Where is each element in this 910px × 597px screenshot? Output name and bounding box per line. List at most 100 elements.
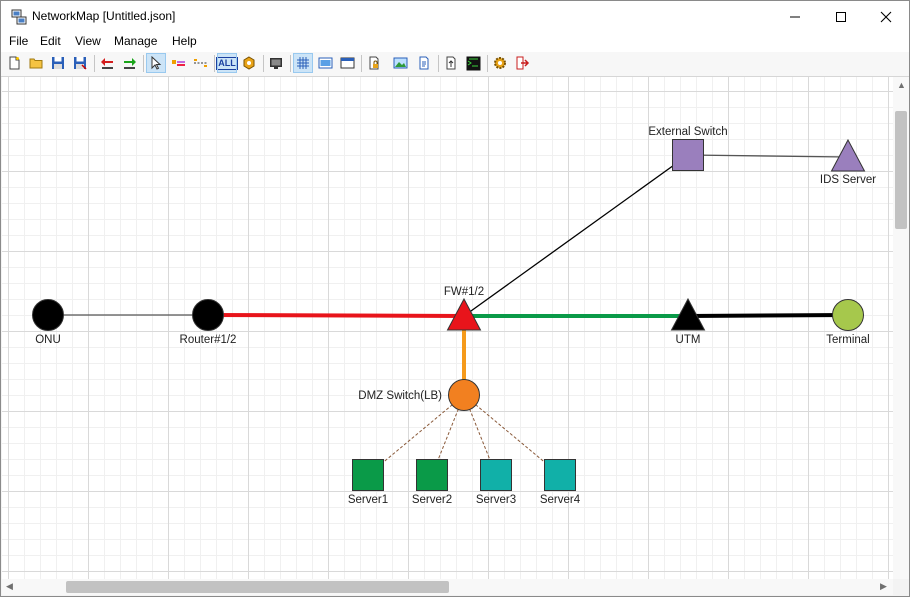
node-utm[interactable] (670, 297, 706, 331)
toolbar: ALL (1, 52, 909, 77)
undo-arrow-icon (100, 58, 113, 69)
node-server4[interactable] (544, 459, 576, 491)
node-ids-label: IDS Server (820, 174, 876, 186)
redo-button[interactable] (120, 54, 138, 72)
new-file-button[interactable] (5, 54, 23, 72)
horizontal-scroll-thumb[interactable] (66, 581, 449, 593)
save-as-icon (74, 57, 87, 70)
export-button[interactable] (442, 54, 460, 72)
toolbar-separator (487, 55, 488, 72)
new-file-icon (9, 56, 20, 70)
select-pointer-button[interactable] (146, 53, 166, 73)
undo-button[interactable] (98, 54, 116, 72)
picture-icon (393, 57, 407, 69)
badge-icon (243, 56, 255, 70)
node-server1[interactable] (352, 459, 384, 491)
maximize-button[interactable] (818, 1, 864, 32)
exit-icon (516, 56, 529, 70)
menu-edit[interactable]: Edit (40, 34, 61, 48)
link-fw-ext-switch[interactable] (463, 154, 689, 317)
scroll-left-icon[interactable]: ◀ (6, 581, 13, 591)
node-router[interactable] (192, 299, 224, 331)
node-server3[interactable] (480, 459, 512, 491)
menu-manage[interactable]: Manage (114, 34, 158, 48)
toolbar-separator (263, 55, 264, 72)
menu-file[interactable]: File (9, 34, 29, 48)
scroll-right-icon[interactable]: ▶ (880, 581, 887, 591)
minimize-button[interactable] (772, 1, 818, 32)
node-server3-label: Server3 (476, 494, 516, 506)
close-button[interactable] (863, 1, 909, 32)
scrollbar-corner (893, 579, 909, 595)
menu-bar: File Edit View Manage Help (1, 32, 909, 52)
add-link-icon (193, 59, 207, 67)
vertical-scrollbar[interactable]: ▲ (893, 77, 909, 579)
add-link-button[interactable] (191, 54, 209, 72)
monitor-icon (270, 58, 282, 69)
picture-button[interactable] (391, 54, 409, 72)
node-utm-label: UTM (676, 334, 701, 346)
title-bar[interactable]: NetworkMap [Untitled.json] (1, 1, 909, 32)
lock-document-icon (369, 56, 379, 70)
document-button[interactable] (415, 54, 433, 72)
scroll-up-icon[interactable]: ▲ (897, 80, 906, 90)
save-as-button[interactable] (71, 54, 89, 72)
node-server1-label: Server1 (348, 494, 388, 506)
node-fw[interactable] (446, 297, 482, 331)
node-server4-label: Server4 (540, 494, 581, 506)
horizontal-scrollbar[interactable]: ◀ ▶ (2, 579, 893, 595)
network-map-app-icon (11, 9, 27, 25)
settings-gear-icon (494, 57, 506, 69)
link-dmz-server1[interactable] (367, 394, 465, 476)
link-ext-switch-ids[interactable] (687, 154, 849, 158)
toolbar-separator (438, 55, 439, 72)
node-terminal[interactable] (832, 299, 864, 331)
select-all-button[interactable]: ALL (216, 53, 238, 73)
redo-arrow-icon (123, 58, 136, 69)
menu-help[interactable]: Help (172, 34, 197, 48)
node-terminal-label: Terminal (826, 334, 869, 346)
select-all-icon: ALL (216, 56, 238, 70)
node-router-label: Router#1/2 (180, 334, 237, 346)
open-folder-button[interactable] (27, 54, 45, 72)
export-icon (446, 56, 456, 70)
badge-button[interactable] (240, 54, 258, 72)
grid-toggle-button[interactable] (293, 53, 313, 73)
vertical-scroll-thumb[interactable] (895, 111, 907, 229)
terminal-button[interactable] (464, 54, 482, 72)
exit-button[interactable] (513, 54, 531, 72)
window-icon (340, 57, 354, 69)
node-ext-switch[interactable] (672, 139, 704, 171)
node-ids[interactable] (830, 138, 866, 172)
close-icon (880, 11, 892, 22)
link-dmz-server4[interactable] (463, 394, 561, 476)
document-icon (419, 56, 429, 70)
add-node-icon (171, 60, 185, 66)
save-icon (52, 57, 64, 69)
monitor-button[interactable] (267, 54, 285, 72)
lock-document-button[interactable] (365, 54, 383, 72)
terminal-icon (466, 56, 480, 70)
save-button[interactable] (49, 54, 67, 72)
menu-view[interactable]: View (75, 34, 101, 48)
window-button[interactable] (338, 54, 356, 72)
grid-icon (297, 57, 309, 69)
window-title: NetworkMap [Untitled.json] (32, 9, 176, 23)
toolbar-separator (361, 55, 362, 72)
image-button[interactable] (316, 54, 334, 72)
settings-button[interactable] (491, 54, 509, 72)
toolbar-separator (214, 55, 215, 72)
maximize-icon (836, 11, 846, 22)
link-utm-terminal[interactable] (687, 313, 849, 318)
node-onu[interactable] (32, 299, 64, 331)
node-dmz-label: DMZ Switch(LB) (358, 390, 442, 402)
add-node-button[interactable] (169, 54, 187, 72)
node-dmz[interactable] (448, 379, 480, 411)
node-server2[interactable] (416, 459, 448, 491)
open-folder-icon (29, 58, 42, 69)
minimize-icon (790, 16, 800, 17)
node-ext-switch-label: External Switch (648, 126, 727, 138)
link-router-fw[interactable] (207, 313, 465, 318)
